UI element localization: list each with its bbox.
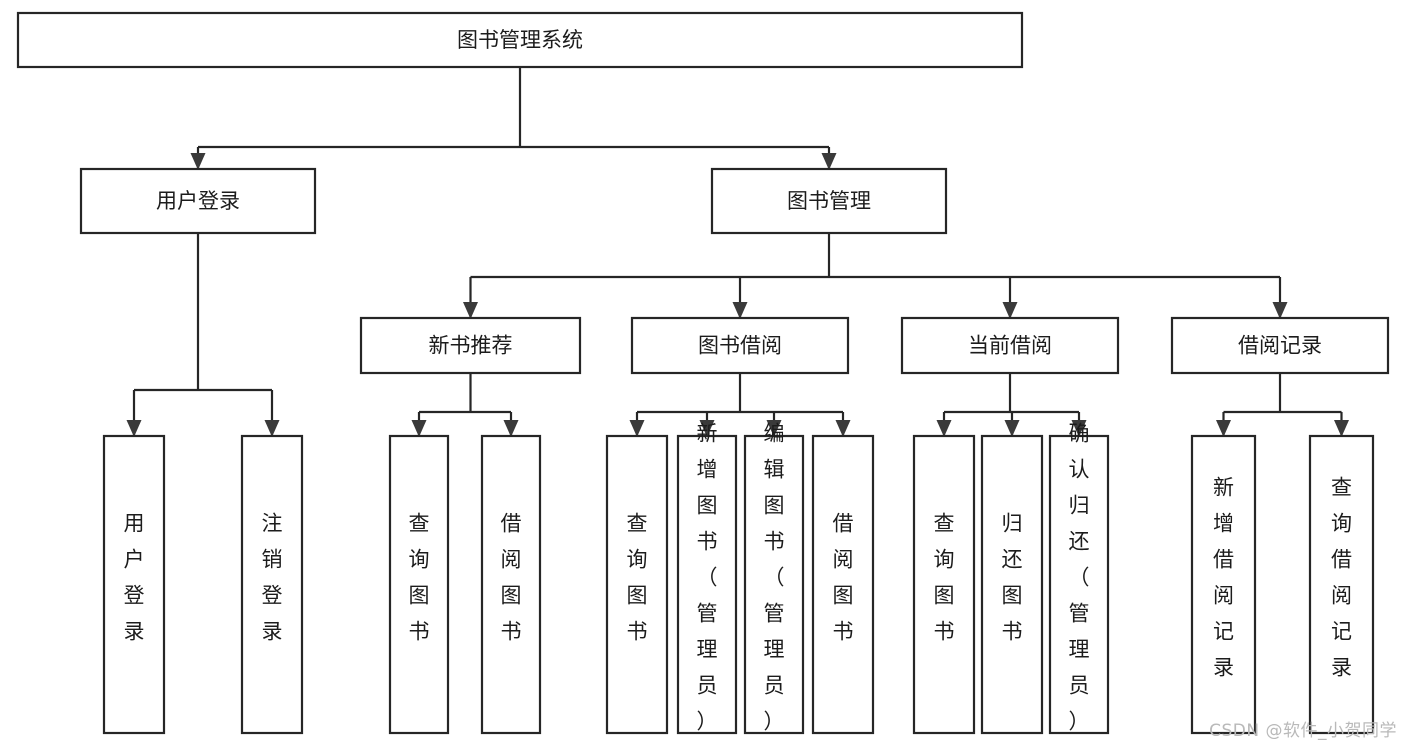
node-label-leaf-user-login: 用户登录	[124, 512, 145, 644]
node-label-leaf-return-book: 归还图书	[1002, 512, 1023, 644]
node-label-book-manage: 图书管理	[787, 189, 871, 213]
node-borrow-record[interactable]: 借阅记录	[1170, 316, 1390, 375]
node-leaf-return-book[interactable]: 归还图书	[980, 434, 1044, 735]
node-layer: 图书管理系统用户登录图书管理新书推荐图书借阅当前借阅借阅记录用户登录注销登录查询…	[16, 11, 1390, 735]
arrow-head-book-borrow-2	[766, 420, 782, 437]
node-label-leaf-confirm-return-admin: 确认归还（管理员）	[1069, 422, 1090, 734]
node-book-borrow[interactable]: 图书借阅	[630, 316, 850, 375]
node-leaf-query-book-3[interactable]: 查询图书	[912, 434, 976, 735]
node-leaf-borrow-book-2[interactable]: 借阅图书	[811, 434, 875, 735]
arrow-head-current-borrow-1	[1004, 420, 1020, 437]
node-leaf-borrow-book-1[interactable]: 借阅图书	[480, 434, 542, 735]
node-box-book-manage	[710, 167, 948, 235]
node-box-borrow-record	[1170, 316, 1390, 375]
arrow-head-new-book-recommend-0	[411, 420, 427, 437]
node-label-leaf-query-book-3: 查询图书	[934, 512, 955, 644]
node-box-leaf-user-login	[102, 434, 166, 735]
node-box-leaf-query-book-2	[605, 434, 669, 735]
connector-layer	[126, 67, 1349, 437]
node-label-leaf-query-book-1: 查询图书	[409, 512, 430, 644]
arrow-head-root-1	[821, 153, 837, 170]
arrow-head-borrow-record-0	[1216, 420, 1231, 437]
node-label-book-borrow: 图书借阅	[698, 334, 782, 358]
node-leaf-edit-book-admin[interactable]: 编辑图书（管理员）	[743, 422, 805, 735]
node-label-borrow-record: 借阅记录	[1238, 334, 1322, 358]
node-box-leaf-query-book-1	[388, 434, 450, 735]
node-label-root: 图书管理系统	[457, 28, 583, 52]
node-root[interactable]: 图书管理系统	[16, 11, 1024, 69]
node-label-leaf-query-borrow-record: 查询借阅记录	[1331, 476, 1352, 680]
node-box-leaf-query-book-3	[912, 434, 976, 735]
node-leaf-query-book-1[interactable]: 查询图书	[388, 434, 450, 735]
node-label-leaf-borrow-book-2: 借阅图书	[833, 512, 854, 644]
node-box-leaf-query-borrow-record	[1308, 434, 1375, 735]
arrow-head-book-borrow-3	[835, 420, 851, 437]
node-box-leaf-add-borrow-record	[1190, 434, 1257, 735]
arrow-head-current-borrow-2	[1071, 420, 1087, 437]
node-leaf-logout-login[interactable]: 注销登录	[240, 434, 304, 735]
node-label-new-book-recommend: 新书推荐	[429, 334, 513, 358]
arrow-head-book-manage-0	[463, 302, 478, 319]
node-label-leaf-borrow-book-1: 借阅图书	[501, 512, 522, 644]
arrow-head-user-login-0	[126, 420, 142, 437]
node-leaf-add-borrow-record[interactable]: 新增借阅记录	[1190, 434, 1257, 735]
node-leaf-confirm-return-admin[interactable]: 确认归还（管理员）	[1048, 422, 1110, 735]
arrow-head-book-borrow-0	[629, 420, 645, 437]
csdn-watermark: CSDN @软件_小贺同学	[1209, 721, 1397, 741]
node-box-new-book-recommend	[359, 316, 582, 375]
node-label-leaf-add-book-admin: 新增图书（管理员）	[697, 422, 718, 734]
arrow-head-book-manage-3	[1272, 302, 1288, 319]
node-box-leaf-borrow-book-2	[811, 434, 875, 735]
node-label-current-borrow: 当前借阅	[968, 334, 1052, 358]
node-leaf-user-login[interactable]: 用户登录	[102, 434, 166, 735]
arrow-head-root-0	[190, 153, 206, 170]
arrow-head-current-borrow-0	[936, 420, 952, 437]
node-current-borrow[interactable]: 当前借阅	[900, 316, 1120, 375]
node-leaf-query-book-2[interactable]: 查询图书	[605, 434, 669, 735]
arrow-head-book-borrow-1	[699, 420, 715, 437]
arrow-head-book-manage-2	[1002, 302, 1018, 319]
node-box-current-borrow	[900, 316, 1120, 375]
node-box-leaf-return-book	[980, 434, 1044, 735]
node-label-leaf-add-borrow-record: 新增借阅记录	[1213, 476, 1234, 680]
node-box-root	[16, 11, 1024, 69]
node-label-leaf-logout-login: 注销登录	[262, 512, 283, 644]
node-leaf-add-book-admin[interactable]: 新增图书（管理员）	[676, 422, 738, 735]
node-box-book-borrow	[630, 316, 850, 375]
node-box-leaf-add-book-admin	[676, 434, 738, 735]
node-new-book-recommend[interactable]: 新书推荐	[359, 316, 582, 375]
node-box-leaf-edit-book-admin	[743, 434, 805, 735]
arrow-head-book-manage-1	[732, 302, 748, 319]
node-label-user-login: 用户登录	[156, 189, 240, 213]
arrow-head-borrow-record-1	[1334, 420, 1349, 437]
node-box-user-login	[79, 167, 317, 235]
arrow-head-new-book-recommend-1	[503, 420, 519, 437]
arrow-head-user-login-1	[264, 420, 280, 437]
node-leaf-query-borrow-record[interactable]: 查询借阅记录	[1308, 434, 1375, 735]
node-box-leaf-borrow-book-1	[480, 434, 542, 735]
node-label-leaf-query-book-2: 查询图书	[627, 512, 648, 644]
node-box-leaf-confirm-return-admin	[1048, 434, 1110, 735]
node-book-manage[interactable]: 图书管理	[710, 167, 948, 235]
node-label-leaf-edit-book-admin: 编辑图书（管理员）	[764, 422, 785, 734]
node-box-leaf-logout-login	[240, 434, 304, 735]
node-user-login[interactable]: 用户登录	[79, 167, 317, 235]
